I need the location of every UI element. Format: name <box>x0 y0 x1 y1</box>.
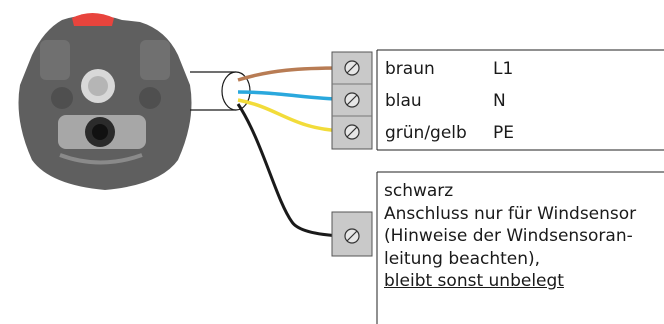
wire-blue <box>237 90 343 101</box>
note-line-3: (Hinweise der Windsensoran- <box>384 226 633 246</box>
terminal-label-n: N <box>493 91 506 111</box>
note-frame <box>376 171 664 324</box>
wire-yellow <box>237 98 343 133</box>
wire-color-brown: braun <box>385 59 435 79</box>
terminal-screw-icon <box>344 124 360 140</box>
note-line-4: leitung beachten), <box>384 248 541 269</box>
motor-head-icon <box>18 13 192 190</box>
terminal-screw-icon <box>344 92 360 108</box>
wire-black <box>236 103 343 238</box>
wire-table-frame <box>376 49 664 151</box>
wire-brown <box>237 66 343 82</box>
wire-color-green-yellow: grün/gelb <box>385 123 467 143</box>
note-line-1: schwarz <box>384 181 454 201</box>
wire-color-blue: blau <box>385 91 422 111</box>
terminal-label-l1: L1 <box>493 59 514 79</box>
terminal-block-lower <box>331 211 373 257</box>
terminal-label-pe: PE <box>493 123 514 143</box>
terminal-block-upper <box>331 51 373 150</box>
terminal-screw-icon <box>344 228 360 244</box>
note-line-2: Anschluss nur für Windsensor <box>384 203 637 224</box>
black-wire-note: schwarz Anschluss nur für Windsensor (Hi… <box>384 180 664 293</box>
terminal-screw-icon <box>344 60 360 76</box>
note-line-5: bleibt sonst unbelegt <box>384 271 564 291</box>
